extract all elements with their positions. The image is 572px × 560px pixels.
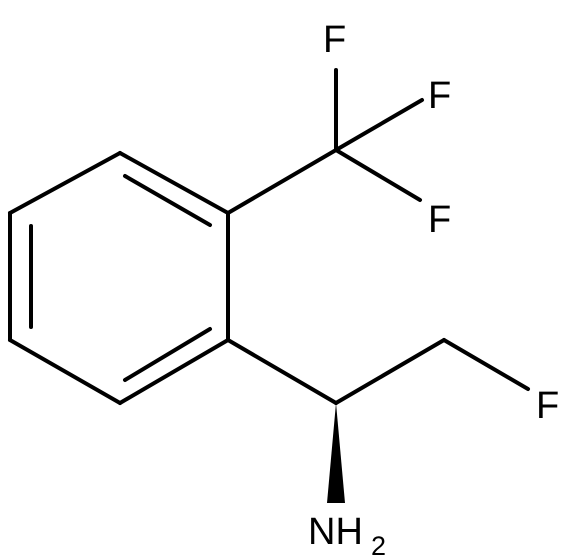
bond-ch2-to-f (442, 338, 530, 391)
bond-cf3-to-f-right (334, 98, 424, 152)
ring-bond-top-inner (123, 174, 212, 227)
wedge-bond-to-amine (327, 403, 345, 503)
bond-ring-to-cf3 (226, 148, 338, 215)
bond-cf3-to-f-lower (334, 148, 422, 202)
fluorine-lower-label: F (428, 199, 451, 241)
amine-subscript: 2 (371, 531, 386, 560)
fluorine-chain-label: F (536, 385, 559, 427)
ring-bond-top (118, 151, 230, 215)
amine-nh-text: NH (308, 511, 363, 553)
amine-label: NH (308, 511, 363, 553)
bond-ring-to-stereocenter (226, 338, 338, 405)
ring-bond-bottom-left (8, 338, 122, 405)
fluoroethylamine-chain: F NH 2 (226, 338, 559, 560)
ring-bond-bottom-right (118, 338, 230, 405)
trifluoromethyl-group: F F F (226, 19, 451, 241)
ring-bond-top-left (8, 151, 122, 215)
fluorine-right-label: F (428, 75, 451, 117)
ring-bond-bottom-right-inner (123, 327, 212, 382)
benzene-ring (8, 151, 230, 405)
fluorine-top-label: F (323, 19, 346, 61)
bond-stereocenter-to-ch2 (334, 338, 446, 405)
